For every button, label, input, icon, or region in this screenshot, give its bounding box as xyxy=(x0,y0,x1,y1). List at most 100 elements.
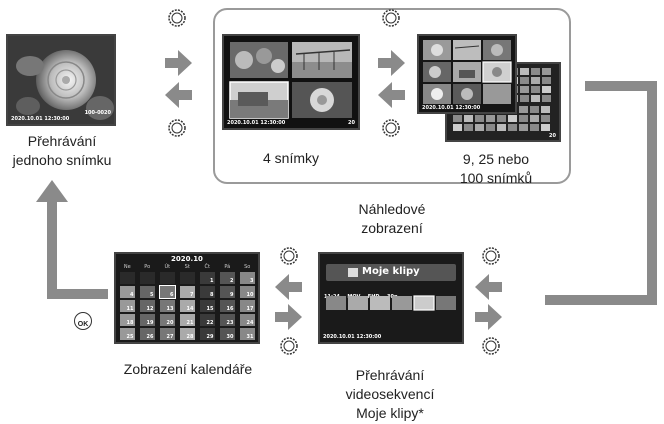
calendar-day[interactable]: 4 xyxy=(120,286,135,298)
calendar-day[interactable]: 5 xyxy=(140,286,155,298)
ok-button-icon: OK xyxy=(74,312,92,330)
calendar-day[interactable]: 23 xyxy=(220,314,235,326)
calendar-day-number: 17 xyxy=(246,306,254,312)
movie-screen[interactable]: Moje klipy 11:24 MOV FHD 30p 2020.10.01 … xyxy=(318,252,464,344)
label-multi: 9, 25 nebo 100 snímků xyxy=(436,150,556,188)
arrow-left-icon xyxy=(475,274,502,300)
calendar-day[interactable]: 30 xyxy=(220,328,235,340)
calendar-day-number: 15 xyxy=(206,306,214,312)
calendar-day[interactable]: 28 xyxy=(180,328,195,340)
label-movie-line1: Přehrávání xyxy=(355,367,425,383)
calendar-day-number: 26 xyxy=(146,334,154,340)
calendar-day[interactable]: 16 xyxy=(220,300,235,312)
arrow-left-icon xyxy=(165,82,192,108)
hundred-count: 20 xyxy=(549,133,556,139)
calendar-day[interactable] xyxy=(140,272,155,284)
calendar-day[interactable]: 24 xyxy=(240,314,255,326)
calendar-day[interactable]: 8 xyxy=(200,286,215,298)
calendar-day[interactable]: 18 xyxy=(120,314,135,326)
label-movie: Přehrávání videosekvencí Moje klipy* xyxy=(325,366,455,423)
label-movie-line2: videosekvencí xyxy=(345,386,435,402)
label-multi-line1: 9, 25 nebo xyxy=(462,151,530,167)
label-movie-line3: Moje klipy* xyxy=(356,405,424,421)
arrow-right-icon xyxy=(165,50,192,76)
calendar-day-number: 4 xyxy=(130,292,134,298)
calendar-day[interactable]: 15 xyxy=(200,300,215,312)
dial-icon xyxy=(382,119,400,137)
calendar-day-number: 9 xyxy=(230,292,234,298)
calendar-day-number: 3 xyxy=(250,278,254,284)
calendar-title: 2020.10 xyxy=(171,255,203,263)
multi-date: 2020.10.01 12:30:00 xyxy=(422,105,481,111)
calendar-weekday: Po xyxy=(144,264,151,270)
four-grid xyxy=(224,36,358,128)
calendar-day[interactable]: 25 xyxy=(120,328,135,340)
calendar-day-number: 22 xyxy=(206,320,214,326)
calendar-day[interactable]: 11 xyxy=(120,300,135,312)
calendar-day[interactable]: 27 xyxy=(160,328,175,340)
calendar-day[interactable] xyxy=(120,272,135,284)
calendar-day-number: 12 xyxy=(146,306,154,312)
dial-icon xyxy=(280,337,298,355)
calendar-day[interactable]: 13 xyxy=(160,300,175,312)
dial-icon xyxy=(482,247,500,265)
calendar-day-number: 23 xyxy=(226,320,234,326)
calendar-day[interactable]: 10 xyxy=(240,286,255,298)
calendar-day[interactable]: 26 xyxy=(140,328,155,340)
calendar-day[interactable]: 29 xyxy=(200,328,215,340)
calendar-day[interactable]: 17 xyxy=(240,300,255,312)
four-frame-screen[interactable]: 2020.10.01 12:30:00 20 xyxy=(222,34,360,130)
single-date: 2020.10.01 12:30:00 xyxy=(11,116,70,122)
label-index-line2: zobrazení xyxy=(361,220,423,236)
calendar-day-number: 11 xyxy=(126,306,134,312)
calendar-day-number: 21 xyxy=(186,320,194,326)
connector-left xyxy=(47,200,108,299)
dial-icon xyxy=(280,247,298,265)
calendar-day-number: 7 xyxy=(190,292,194,298)
calendar-day[interactable]: 21 xyxy=(180,314,195,326)
four-date: 2020.10.01 12:30:00 xyxy=(227,120,286,126)
film-icon xyxy=(348,268,358,277)
calendar-weekday: Út xyxy=(164,264,171,270)
calendar-day[interactable]: 12 xyxy=(140,300,155,312)
calendar-day[interactable] xyxy=(160,272,175,284)
movie-date: 2020.10.01 12:30:00 xyxy=(323,334,382,340)
calendar-day[interactable]: 3 xyxy=(240,272,255,284)
label-index-line1: Náhledové xyxy=(358,201,426,217)
calendar-weekday: Ne xyxy=(123,264,131,270)
calendar-day-number: 6 xyxy=(170,292,174,298)
calendar-day[interactable]: 9 xyxy=(220,286,235,298)
nine-frame-screen[interactable]: 2020.10.01 12:30:00 xyxy=(417,34,517,114)
calendar-day[interactable]: 2 xyxy=(220,272,235,284)
four-count: 20 xyxy=(348,120,355,126)
calendar-day[interactable]: 19 xyxy=(140,314,155,326)
calendar-weekday: Pá xyxy=(224,264,231,270)
calendar-day[interactable]: 14 xyxy=(180,300,195,312)
calendar-day[interactable]: 6 xyxy=(159,285,176,299)
calendar-day[interactable]: 1 xyxy=(200,272,215,284)
calendar-day-number: 24 xyxy=(246,320,254,326)
calendar-day[interactable]: 22 xyxy=(200,314,215,326)
calendar-day-number: 10 xyxy=(246,292,254,298)
calendar-day[interactable]: 31 xyxy=(240,328,255,340)
calendar-day-number: 2 xyxy=(230,278,234,284)
rose-photo xyxy=(8,36,114,124)
calendar-day[interactable] xyxy=(180,272,195,284)
calendar-day-number: 18 xyxy=(126,320,134,326)
calendar-day-number: 27 xyxy=(166,334,174,340)
calendar-day[interactable]: 7 xyxy=(180,286,195,298)
calendar-day[interactable]: 20 xyxy=(160,314,175,326)
calendar-day-number: 13 xyxy=(166,306,174,312)
calendar-day-number: 8 xyxy=(210,292,214,298)
label-single-line2: jednoho snímku xyxy=(12,152,112,168)
clip-strip xyxy=(326,295,456,311)
dial-icon xyxy=(168,9,186,27)
movie-title-bar xyxy=(326,264,456,281)
calendar-day-number: 28 xyxy=(186,334,194,340)
arrow-right-icon xyxy=(275,304,302,330)
single-frame-screen[interactable]: 2020.10.01 12:30:00 100-0020 xyxy=(6,34,116,126)
